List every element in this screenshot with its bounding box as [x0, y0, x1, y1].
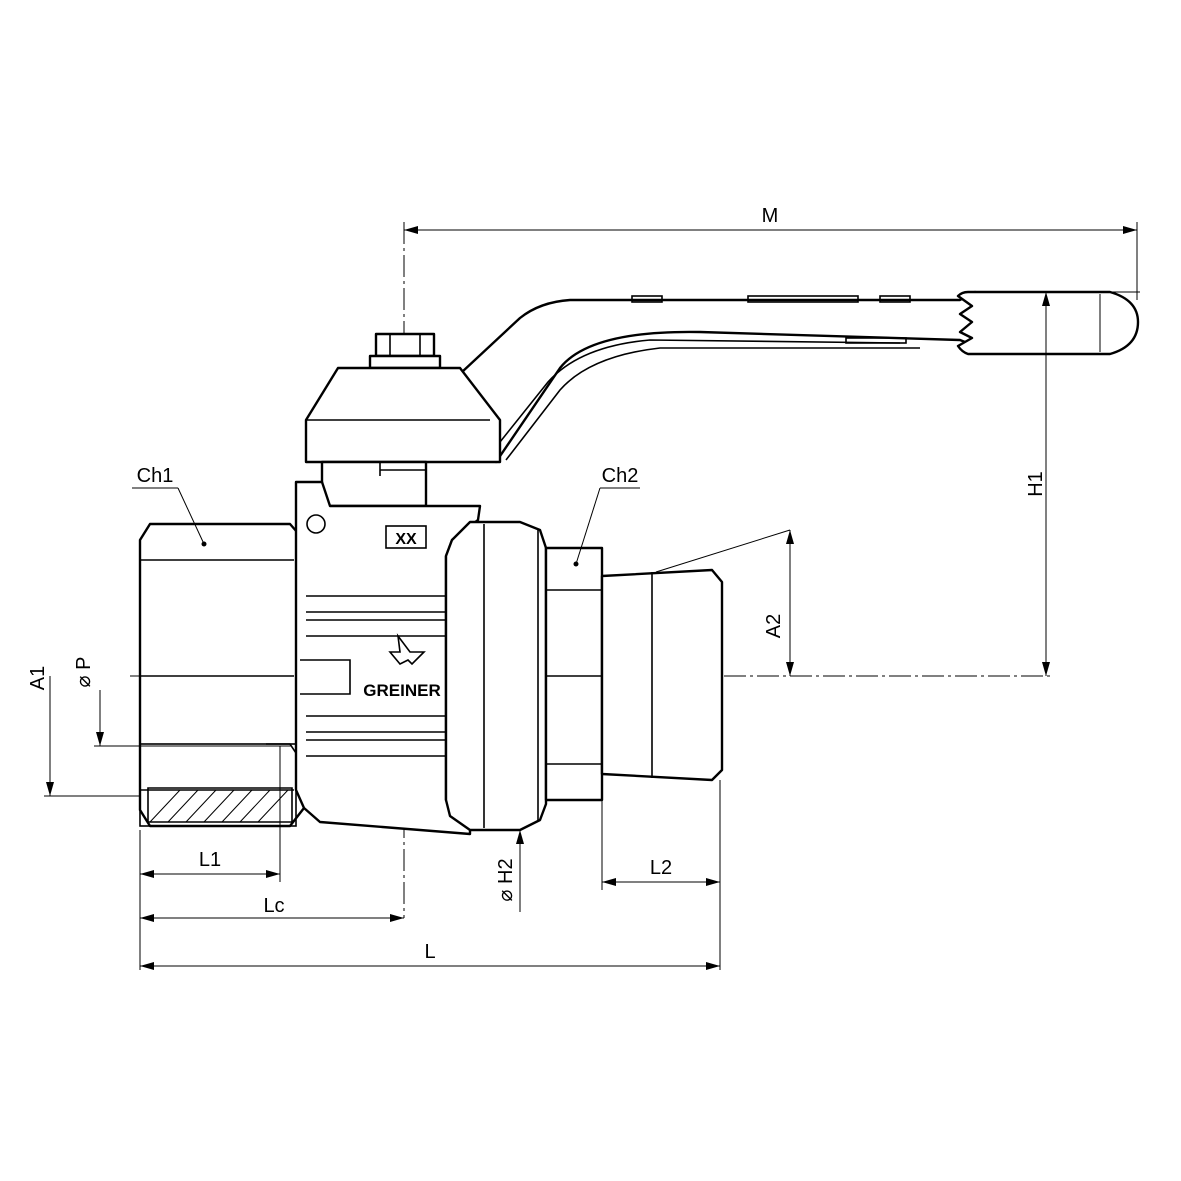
handle-housing [304, 366, 502, 508]
dimension-L: L [140, 941, 720, 970]
lever-handle [460, 290, 1140, 464]
dim-label-H2-text: H2 [495, 858, 517, 884]
dim-label-P-text: P [73, 657, 95, 670]
dim-label-A1: A1 [27, 666, 49, 690]
union-flange [444, 520, 548, 832]
label-Ch1: Ch1 [137, 465, 174, 487]
right-hex-nut [544, 546, 604, 802]
dim-label-P: ⌀ P [73, 657, 95, 688]
dimension-Lc: Lc [140, 895, 404, 922]
dim-label-Lc: Lc [263, 895, 284, 917]
dim-label-L2: L2 [650, 857, 672, 879]
thread-hatch [149, 789, 289, 823]
dimension-H2: ⌀ H2 [495, 830, 524, 912]
dimension-A1: A1 [27, 666, 140, 797]
male-thread-end [600, 568, 724, 782]
dim-label-L: L [424, 941, 435, 963]
diameter-symbol-P: ⌀ [73, 675, 95, 687]
dimension-M: M [404, 205, 1138, 300]
leader-Ch1: Ch1 [132, 465, 207, 547]
valve-body: XX GREINER [294, 480, 482, 836]
size-box-text: XX [395, 531, 417, 548]
dimension-L1: L1 [139, 746, 281, 970]
dim-label-H2: ⌀ H2 [495, 858, 517, 901]
dimension-L2: L2 [601, 780, 721, 970]
brand-logo-icon [388, 633, 426, 666]
dimension-P: ⌀ P [73, 657, 292, 747]
dim-label-A2: A2 [763, 614, 785, 638]
dim-label-H1: H1 [1025, 471, 1047, 497]
diameter-symbol-H2: ⌀ [495, 890, 517, 902]
brand-marking: GREINER [363, 681, 440, 700]
label-Ch2: Ch2 [602, 465, 639, 487]
left-hex-nut [138, 522, 306, 828]
dim-label-L1: L1 [199, 849, 221, 871]
dim-label-M: M [762, 205, 779, 227]
stem-nut [368, 332, 442, 370]
dimension-H1: H1 [1000, 291, 1140, 676]
dimension-A2: A2 [655, 529, 794, 676]
leader-Ch2: Ch2 [573, 465, 640, 567]
